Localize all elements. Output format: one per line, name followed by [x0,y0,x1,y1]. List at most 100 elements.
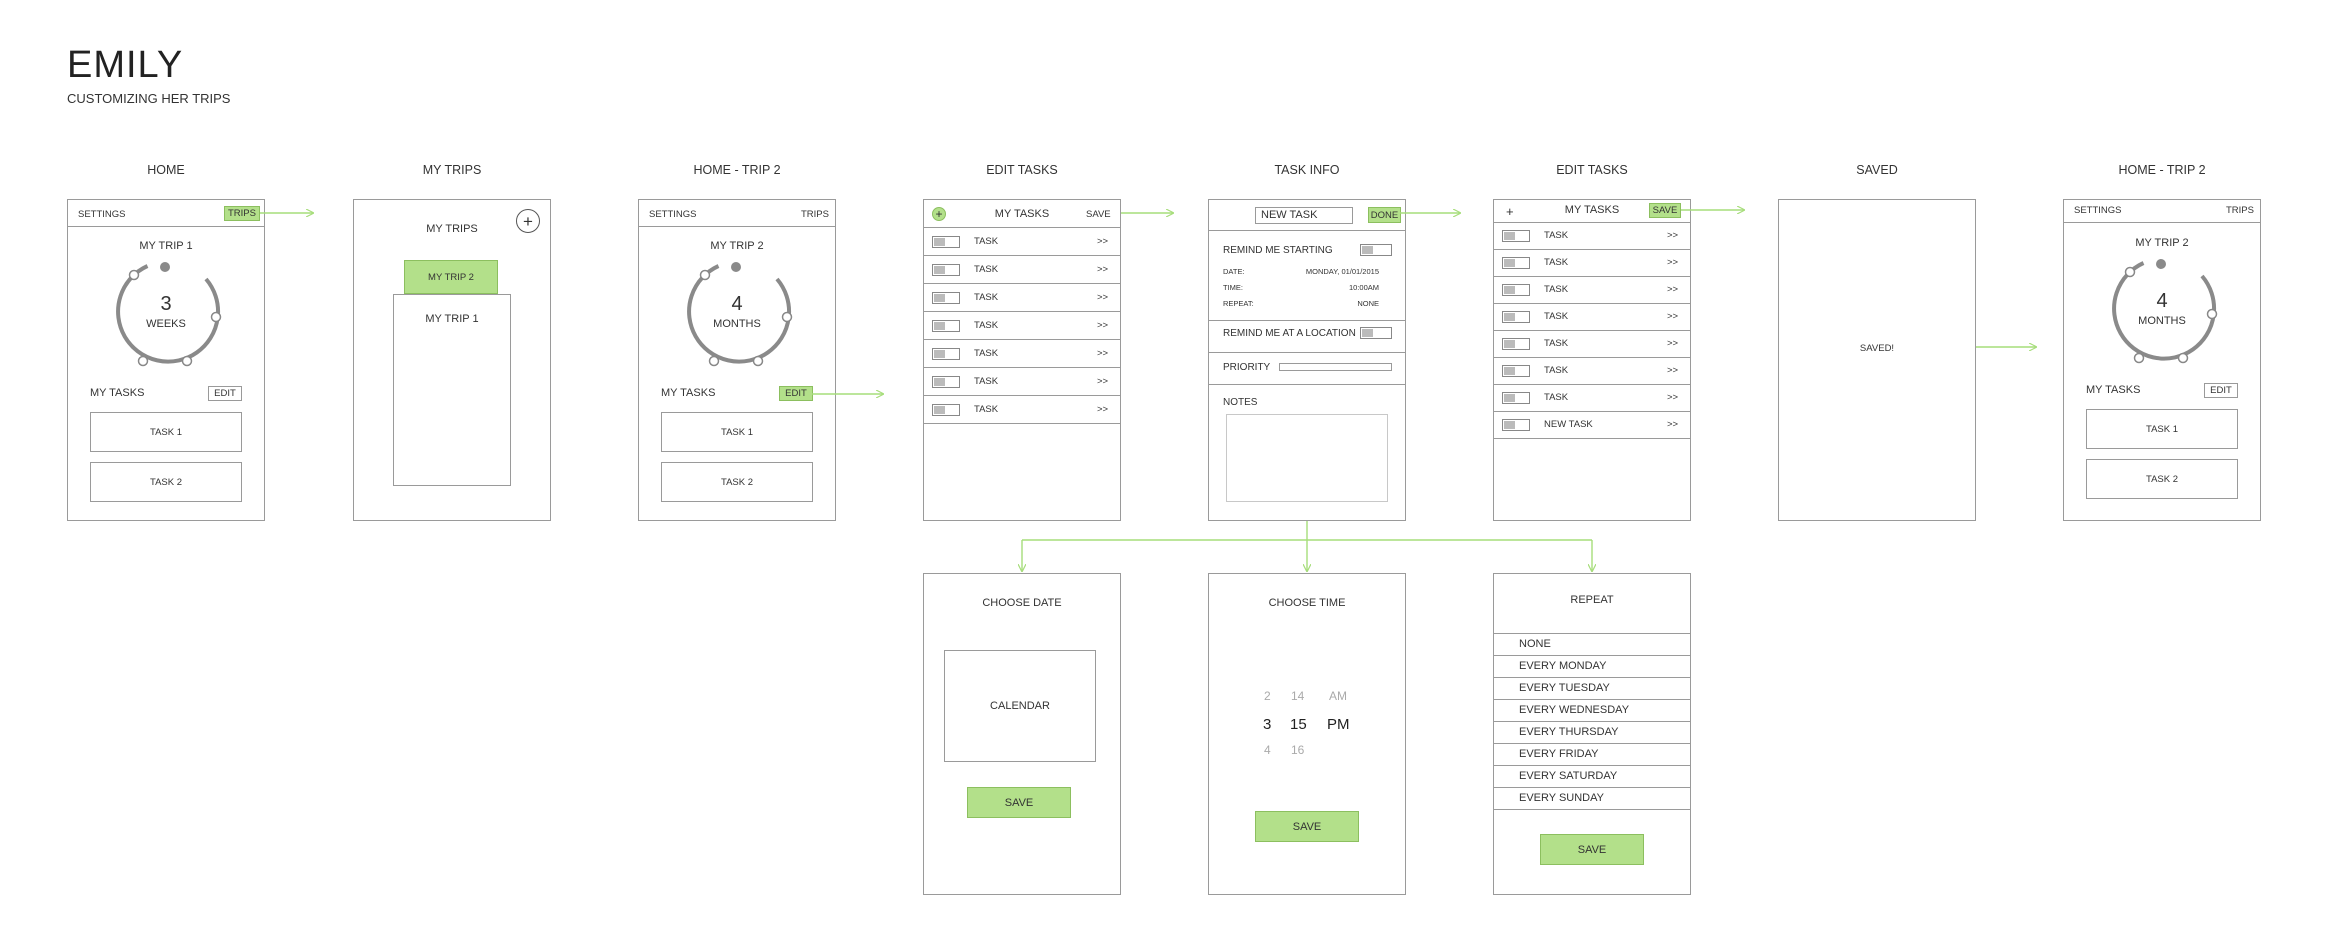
task-toggle[interactable] [932,236,960,248]
task-row[interactable]: TASK >> [924,256,1120,284]
task-row[interactable]: TASK >> [924,368,1120,396]
done-button[interactable]: DONE [1368,207,1401,223]
repeat-option[interactable]: EVERY SATURDAY [1494,766,1690,788]
time-hour-prev[interactable]: 2 [1264,689,1271,703]
task-row[interactable]: NEW TASK >> [1494,412,1690,439]
remind-starting-toggle[interactable] [1360,244,1392,256]
priority-slider[interactable] [1279,363,1392,371]
chevron-right-icon[interactable]: >> [1667,338,1679,349]
chevron-right-icon[interactable]: >> [1097,264,1109,275]
chevron-right-icon[interactable]: >> [1667,230,1679,241]
task-toggle[interactable] [1502,365,1530,377]
task-toggle[interactable] [1502,338,1530,350]
repeat-option[interactable]: EVERY THURSDAY [1494,722,1690,744]
task-card[interactable]: TASK 2 [2086,459,2238,499]
settings-link[interactable]: SETTINGS [649,209,697,220]
choose-date-screen: CHOOSE DATE CALENDAR SAVE [923,573,1121,895]
task-row-label: TASK [974,320,999,331]
repeat-option[interactable]: NONE [1494,634,1690,656]
task-toggle[interactable] [1502,257,1530,269]
chevron-right-icon[interactable]: >> [1097,376,1109,387]
chevron-right-icon[interactable]: >> [1667,284,1679,295]
task-row[interactable]: TASK >> [924,396,1120,424]
task-toggle[interactable] [932,320,960,332]
save-link[interactable]: SAVE [1086,209,1111,220]
chevron-right-icon[interactable]: >> [1097,292,1109,303]
task-toggle[interactable] [1502,284,1530,296]
task-row[interactable]: TASK >> [1494,250,1690,277]
add-trip-icon[interactable]: + [516,209,540,233]
edit-button[interactable]: EDIT [208,386,242,401]
edit-button[interactable]: EDIT [2204,383,2238,398]
trips-link[interactable]: TRIPS [2226,205,2254,216]
task-row[interactable]: TASK >> [924,312,1120,340]
time-hour-selected[interactable]: 3 [1263,716,1272,733]
task-toggle[interactable] [1502,419,1530,431]
time-ampm-prev[interactable]: AM [1329,689,1347,703]
task-row[interactable]: TASK >> [1494,331,1690,358]
task-toggle[interactable] [932,404,960,416]
task-row[interactable]: TASK >> [924,284,1120,312]
chevron-right-icon[interactable]: >> [1667,257,1679,268]
chevron-right-icon[interactable]: >> [1097,320,1109,331]
edit-button[interactable]: EDIT [779,386,813,401]
task-card[interactable]: TASK 2 [661,462,813,502]
task-row[interactable]: TASK >> [924,228,1120,256]
save-button[interactable]: SAVE [1540,834,1644,865]
milestone-dot [2133,352,2145,364]
chevron-right-icon[interactable]: >> [1097,404,1109,415]
settings-link[interactable]: SETTINGS [78,209,126,220]
task-toggle[interactable] [932,348,960,360]
chevron-right-icon[interactable]: >> [1667,365,1679,376]
chevron-right-icon[interactable]: >> [1667,419,1679,430]
settings-link[interactable]: SETTINGS [2074,205,2122,216]
task-row[interactable]: TASK >> [1494,385,1690,412]
repeat-value[interactable]: NONE [1357,299,1379,308]
task-card[interactable]: TASK 1 [661,412,813,452]
task-row[interactable]: TASK >> [1494,358,1690,385]
task-toggle[interactable] [932,264,960,276]
task-card[interactable]: TASK 1 [90,412,242,452]
task-info-screen: NEW TASK DONE REMIND ME STARTING DATE: M… [1208,199,1406,521]
add-task-icon[interactable]: + [932,207,946,221]
trips-link[interactable]: TRIPS [801,209,829,220]
trip-card-2[interactable]: MY TRIP 2 [404,260,498,294]
time-minute-selected[interactable]: 15 [1290,716,1307,733]
date-value[interactable]: MONDAY, 01/01/2015 [1305,267,1379,276]
task-toggle[interactable] [1502,311,1530,323]
repeat-option[interactable]: EVERY SUNDAY [1494,788,1690,810]
time-value[interactable]: 10:00AM [1348,283,1379,292]
save-button[interactable]: SAVE [1255,811,1359,842]
task-toggle[interactable] [932,376,960,388]
save-button[interactable]: SAVE [1649,203,1681,218]
trips-button[interactable]: TRIPS [224,206,260,221]
chevron-right-icon[interactable]: >> [1097,236,1109,247]
chevron-right-icon[interactable]: >> [1667,392,1679,403]
trip-card-1[interactable]: MY TRIP 1 [393,294,511,486]
task-card[interactable]: TASK 1 [2086,409,2238,449]
task-name-input[interactable]: NEW TASK [1255,207,1353,224]
repeat-option[interactable]: EVERY TUESDAY [1494,678,1690,700]
chevron-right-icon[interactable]: >> [1097,348,1109,359]
remind-location-toggle[interactable] [1360,327,1392,339]
save-button[interactable]: SAVE [967,787,1071,818]
repeat-option[interactable]: EVERY MONDAY [1494,656,1690,678]
task-toggle[interactable] [932,292,960,304]
task-row[interactable]: TASK >> [1494,304,1690,331]
task-row[interactable]: TASK >> [1494,277,1690,304]
time-minute-prev[interactable]: 14 [1291,689,1305,703]
time-minute-next[interactable]: 16 [1291,743,1305,757]
time-ampm-selected[interactable]: PM [1327,716,1350,733]
task-row[interactable]: TASK >> [924,340,1120,368]
calendar-widget[interactable]: CALENDAR [944,650,1096,762]
repeat-option[interactable]: EVERY FRIDAY [1494,744,1690,766]
add-task-icon[interactable]: + [1506,204,1514,219]
notes-textarea[interactable] [1226,414,1388,502]
task-toggle[interactable] [1502,230,1530,242]
task-card[interactable]: TASK 2 [90,462,242,502]
chevron-right-icon[interactable]: >> [1667,311,1679,322]
time-hour-next[interactable]: 4 [1264,743,1271,757]
task-row[interactable]: TASK >> [1494,223,1690,250]
repeat-option[interactable]: EVERY WEDNESDAY [1494,700,1690,722]
task-toggle[interactable] [1502,392,1530,404]
